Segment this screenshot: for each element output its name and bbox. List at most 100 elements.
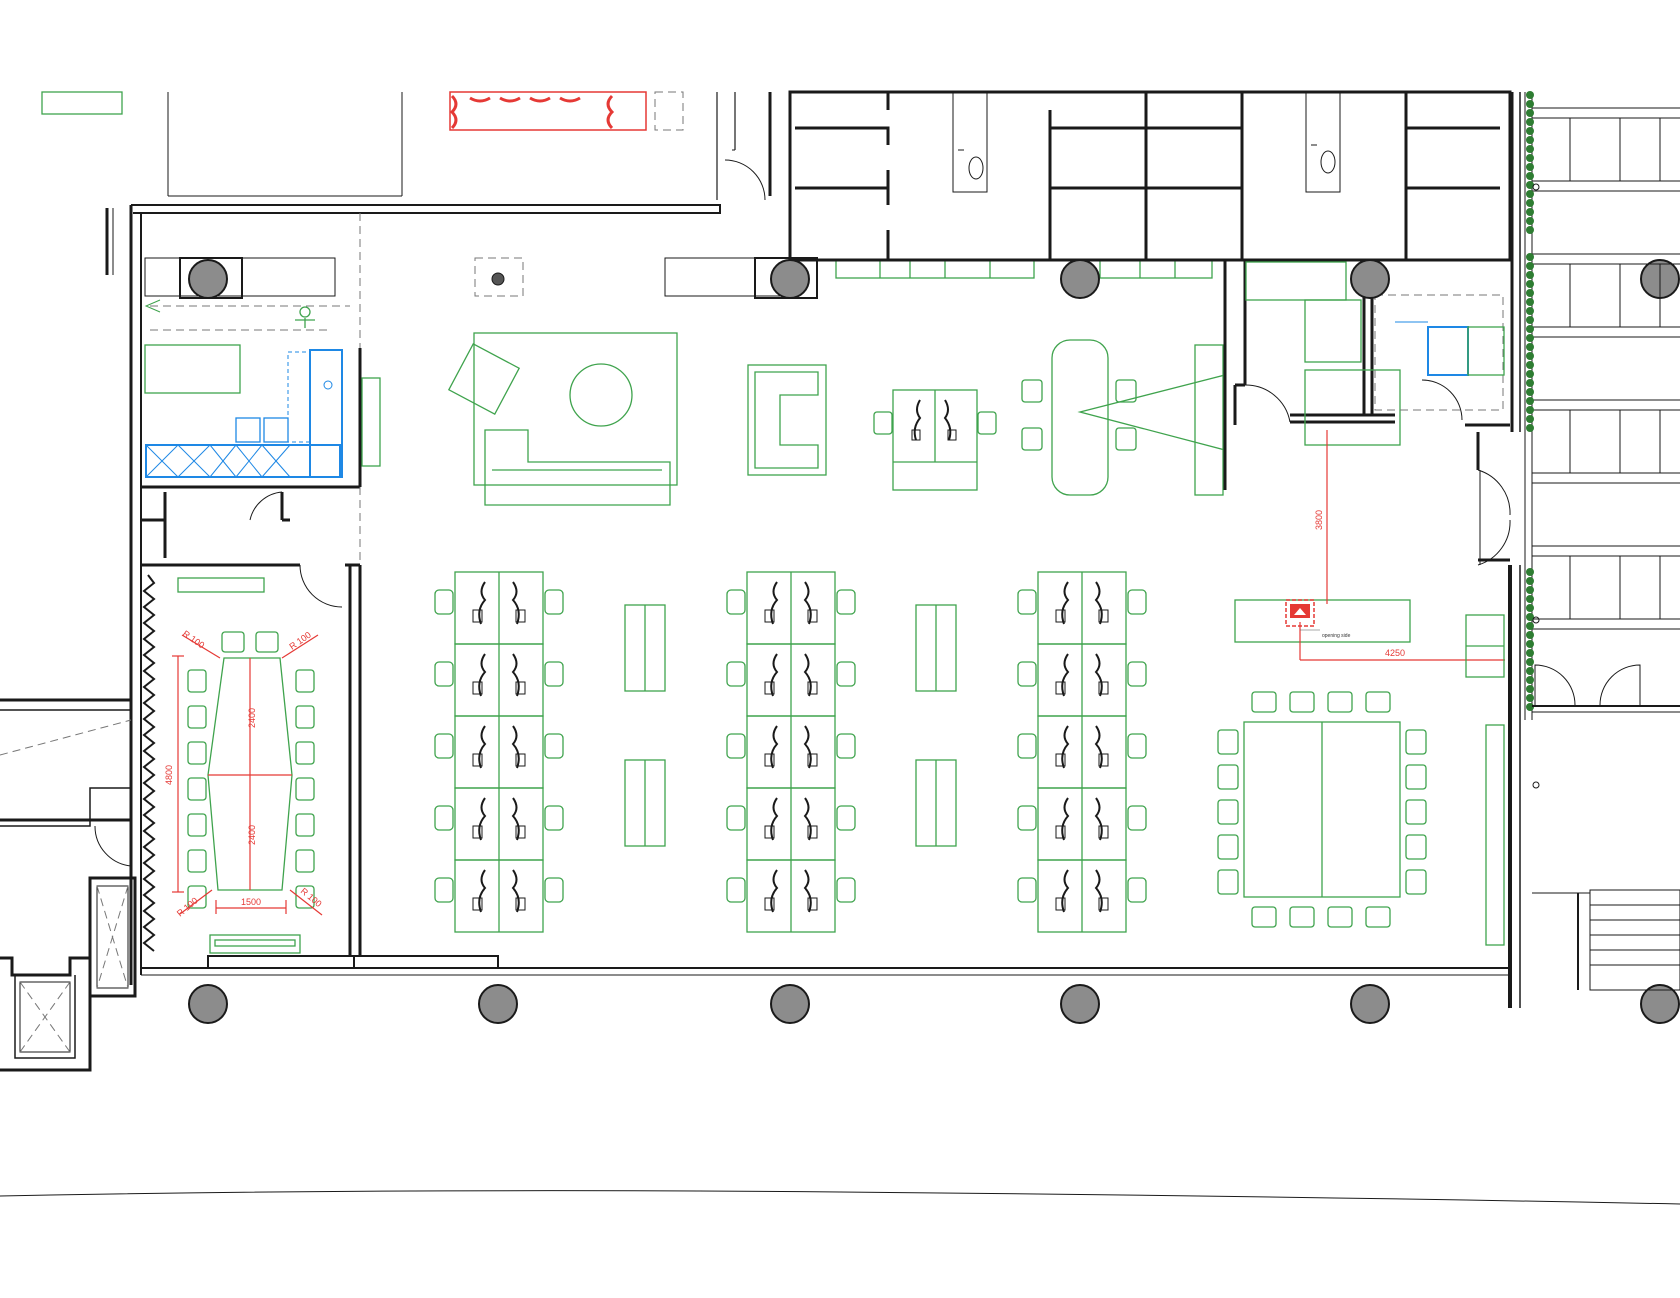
chair-icon	[295, 885, 315, 909]
chair-icon	[1365, 906, 1391, 928]
column-box	[179, 257, 243, 299]
dimension-screen-horizontal: 4250	[1385, 648, 1405, 658]
chair-icon	[544, 805, 564, 831]
workstation-icon	[1061, 581, 1070, 625]
leaf	[1526, 154, 1534, 162]
chair-icon	[1217, 869, 1239, 895]
chair-icon	[187, 813, 207, 837]
chair-icon	[544, 877, 564, 903]
chair-icon	[1251, 906, 1277, 928]
column-icon	[188, 984, 228, 1024]
dimension-meeting-width: 1500	[241, 897, 261, 907]
sink-icon	[952, 91, 988, 193]
chair-icon	[1017, 805, 1037, 831]
workstation-icon	[911, 399, 957, 441]
leaf	[1526, 289, 1534, 297]
leaf	[1526, 586, 1534, 594]
workstation-icon	[1061, 869, 1070, 913]
monitor-icon	[515, 609, 526, 623]
leaf	[1526, 334, 1534, 342]
chair-icon	[434, 589, 454, 615]
chair-icon	[1289, 906, 1315, 928]
monitor-icon	[472, 825, 483, 839]
leaf	[1526, 424, 1534, 432]
leaf	[1526, 676, 1534, 684]
chair-icon	[1127, 733, 1147, 759]
chair-icon	[434, 877, 454, 903]
workstation-icon	[1094, 581, 1103, 625]
monitor-icon	[807, 825, 818, 839]
chair-icon	[1365, 691, 1391, 713]
leaf	[1526, 190, 1534, 198]
workstation-icon	[478, 725, 487, 769]
chair-icon	[544, 589, 564, 615]
right-meeting-table	[1217, 614, 1505, 946]
monitor-icon	[807, 753, 818, 767]
chair-icon	[187, 777, 207, 801]
leaf	[1526, 622, 1534, 630]
leaf	[1526, 217, 1534, 225]
workstation-icon	[803, 725, 812, 769]
toilet-block	[788, 90, 1512, 279]
workstation-icon	[478, 797, 487, 841]
chair-icon	[1405, 729, 1427, 755]
leaf	[1526, 118, 1534, 126]
oval-table-area	[1021, 339, 1226, 496]
leaf	[1526, 109, 1534, 117]
leaf	[1526, 127, 1534, 135]
plant-icon	[1526, 91, 1534, 711]
chair-icon	[295, 741, 315, 765]
leaf	[1526, 397, 1534, 405]
workstation-cluster	[1017, 571, 1147, 933]
monitor-icon	[764, 753, 775, 767]
small-desk-cluster	[873, 389, 997, 491]
column-icon	[478, 984, 518, 1024]
workstation-icon	[511, 725, 520, 769]
leaf	[1526, 100, 1534, 108]
sink-icon-2	[1305, 91, 1341, 193]
workstation-clusters	[434, 571, 1147, 933]
leaf	[1526, 604, 1534, 612]
chair-icon	[1017, 733, 1037, 759]
top-existing-area	[41, 91, 772, 201]
leaf	[1526, 136, 1534, 144]
leaf	[1526, 568, 1534, 576]
leaf	[1526, 667, 1534, 675]
workstation-icon	[1061, 797, 1070, 841]
column-icon	[1350, 984, 1390, 1024]
chair-icon	[295, 813, 315, 837]
monitor-icon	[764, 825, 775, 839]
red-planter-icon	[449, 91, 647, 131]
leaf	[1526, 298, 1534, 306]
radius-bottom-right: R 100	[299, 886, 324, 909]
column-icon	[770, 984, 810, 1024]
workstation-icon	[511, 653, 520, 697]
workstation-icon	[803, 869, 812, 913]
chair-icon	[544, 733, 564, 759]
leaf	[1526, 271, 1534, 279]
monitor-icon	[807, 681, 818, 695]
monitor-icon	[1055, 897, 1066, 911]
chair-icon	[255, 631, 279, 653]
chair-icon	[1217, 834, 1239, 860]
leaf	[1526, 640, 1534, 648]
monitor-icon	[1098, 609, 1109, 623]
chair-icon	[1405, 764, 1427, 790]
chair-icon	[1017, 877, 1037, 903]
monitor-icon	[472, 897, 483, 911]
chair-icon	[1217, 729, 1239, 755]
leaf	[1526, 226, 1534, 234]
monitor-icon	[472, 753, 483, 767]
leaf	[1526, 172, 1534, 180]
chair-icon	[187, 741, 207, 765]
workstation-icon	[478, 581, 487, 625]
leaf	[1526, 280, 1534, 288]
column-icon	[1060, 259, 1100, 299]
monitor-icon	[1055, 681, 1066, 695]
monitor-icon	[515, 825, 526, 839]
chair-icon	[187, 705, 207, 729]
leaf	[1526, 352, 1534, 360]
leaf	[1526, 316, 1534, 324]
left-exterior	[0, 698, 137, 1072]
